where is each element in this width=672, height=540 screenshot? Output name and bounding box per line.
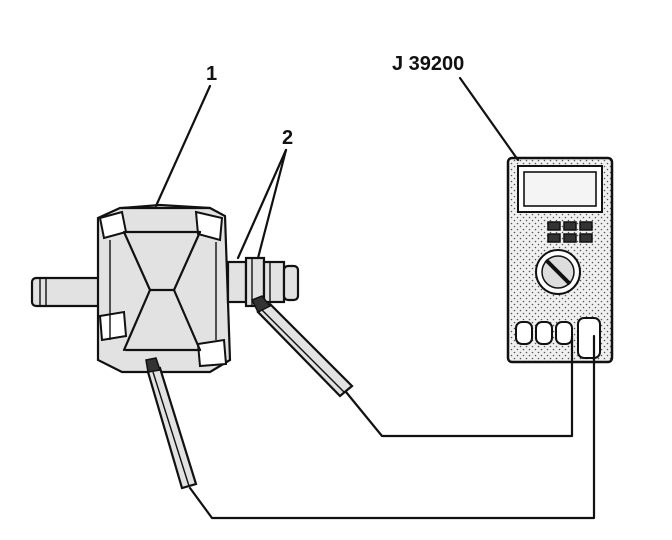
test-probe-lower bbox=[145, 357, 198, 490]
tool-label: J 39200 bbox=[392, 53, 464, 75]
callout-2-leader-b bbox=[256, 148, 288, 260]
rotor-assembly bbox=[30, 203, 300, 374]
callout-1-label: 1 bbox=[206, 63, 217, 85]
rotor-body bbox=[96, 203, 232, 374]
callout-2: 2 bbox=[236, 127, 293, 260]
digital-multimeter bbox=[506, 156, 614, 366]
meter-jacks bbox=[515, 317, 601, 366]
slip-ring-assembly bbox=[226, 256, 300, 308]
callout-2-label: 2 bbox=[282, 127, 293, 149]
meter-rotary-dial bbox=[535, 249, 581, 295]
test-leads bbox=[188, 362, 596, 520]
callout-1-leader bbox=[154, 84, 212, 208]
callout-tool: J 39200 bbox=[392, 53, 520, 162]
test-probe-upper bbox=[250, 295, 354, 398]
meter-buttons bbox=[547, 221, 593, 243]
tool-leader bbox=[458, 76, 520, 162]
callout-1: 1 bbox=[154, 63, 217, 208]
callout-2-leader-a bbox=[236, 148, 288, 260]
